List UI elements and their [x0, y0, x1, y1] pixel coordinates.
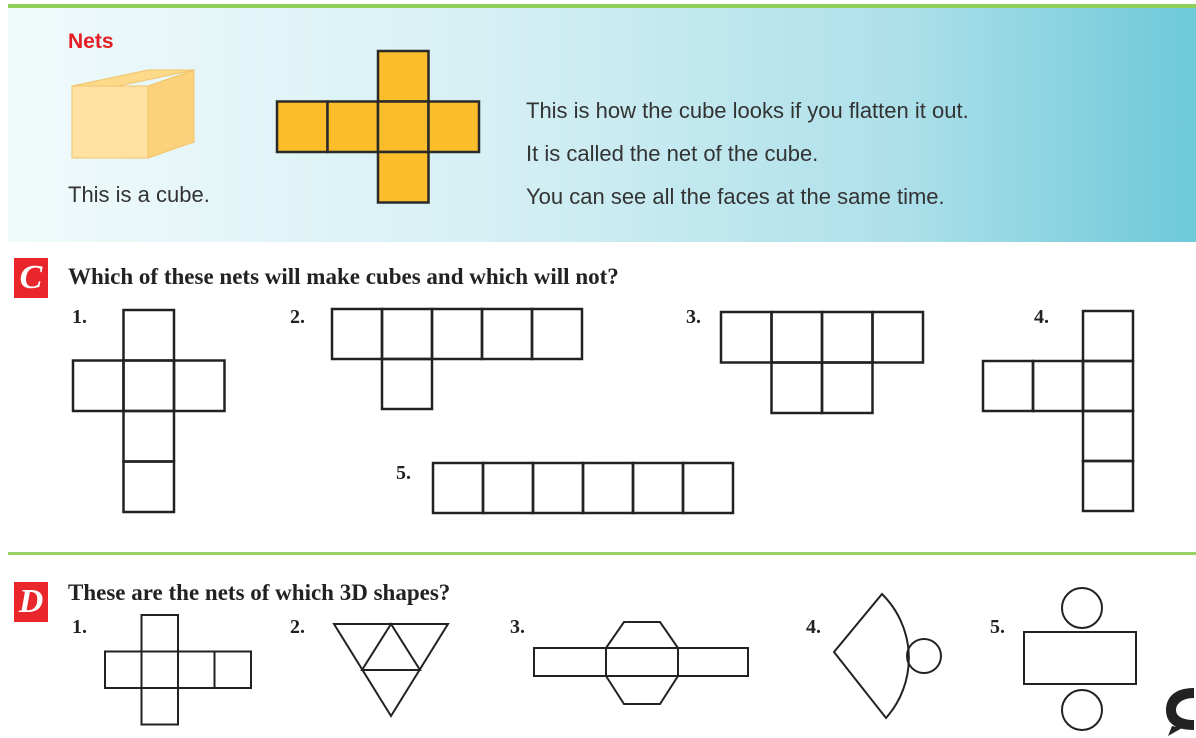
c-net-5: [431, 461, 735, 515]
net-face: [871, 310, 925, 364]
d-label-5: 5.: [990, 616, 1005, 638]
net-face: [431, 461, 485, 515]
net-face: [376, 150, 430, 204]
net-face: [376, 49, 430, 103]
cube-net-illustration: [275, 49, 481, 204]
corner-speech-bubble-icon: [1166, 688, 1194, 736]
net-face: [719, 310, 773, 364]
net-face: [770, 310, 824, 364]
nets-info-banner: [8, 4, 1196, 242]
cube-caption: This is a cube.: [68, 182, 210, 207]
c-net-1: [71, 308, 226, 514]
d-net-2-tetrahedron: [332, 622, 450, 718]
net-face: [326, 100, 380, 154]
net-face: [104, 650, 143, 689]
d-net-4-cone: [832, 592, 942, 720]
c-label-4: 4.: [1034, 306, 1049, 328]
net-face: [681, 461, 735, 515]
explanation-line-3: You can see all the faces at the same ti…: [526, 184, 945, 209]
net-face: [581, 461, 635, 515]
net-face: [820, 361, 874, 415]
d-net-1-cube: [104, 614, 252, 726]
d-label-3: 3.: [510, 616, 525, 638]
net-face: [430, 307, 484, 361]
net-face: [1081, 309, 1135, 363]
net-face: [427, 100, 481, 154]
net-face: [1081, 359, 1135, 413]
net-face: [122, 460, 176, 514]
banner-top-rule: [8, 4, 1196, 8]
explanation-line-1: This is how the cube looks if you flatte…: [526, 98, 969, 123]
net-face: [770, 361, 824, 415]
c-label-2: 2.: [290, 306, 305, 328]
section-d-question: These are the nets of which 3D shapes?: [68, 580, 451, 605]
net-face: [1031, 359, 1085, 413]
section-c-badge: C: [14, 258, 48, 298]
section-divider: [8, 552, 1196, 555]
net-face: [380, 307, 434, 361]
net-face: [531, 461, 585, 515]
net-face: [480, 307, 534, 361]
d-label-1: 1.: [72, 616, 87, 638]
section-d-badge: D: [14, 582, 48, 622]
net-face: [122, 359, 176, 413]
nets-title: Nets: [68, 30, 114, 53]
explanation-line-2: It is called the net of the cube.: [526, 141, 819, 166]
net-face: [177, 650, 216, 689]
net-face: [122, 409, 176, 463]
net-face: [275, 100, 329, 154]
d-net-3-hexagonal-prism: [533, 621, 749, 705]
d-label-4: 4.: [806, 616, 821, 638]
net-face: [481, 461, 535, 515]
net-face: [330, 307, 384, 361]
d-label-2: 2.: [290, 616, 305, 638]
c-net-3: [719, 310, 925, 415]
net-face: [172, 359, 226, 413]
net-face: [140, 650, 179, 689]
net-face: [631, 461, 685, 515]
net-face: [376, 100, 430, 154]
c-net-4: [981, 309, 1135, 513]
net-face: [122, 308, 176, 362]
cube-illustration: [71, 69, 195, 159]
net-face: [380, 357, 434, 411]
net-face: [1081, 459, 1135, 513]
c-label-5: 5.: [396, 462, 411, 484]
net-face: [820, 310, 874, 364]
d-net-5-cylinder: [1023, 587, 1137, 731]
net-face: [1081, 409, 1135, 463]
c-label-3: 3.: [686, 306, 701, 328]
net-face: [140, 614, 179, 653]
c-label-1: 1.: [72, 306, 87, 328]
net-face: [71, 359, 125, 413]
c-net-2: [330, 307, 584, 411]
net-face: [981, 359, 1035, 413]
net-face: [213, 650, 252, 689]
net-face: [140, 687, 179, 726]
net-face: [530, 307, 584, 361]
section-c-question: Which of these nets will make cubes and …: [68, 264, 619, 289]
